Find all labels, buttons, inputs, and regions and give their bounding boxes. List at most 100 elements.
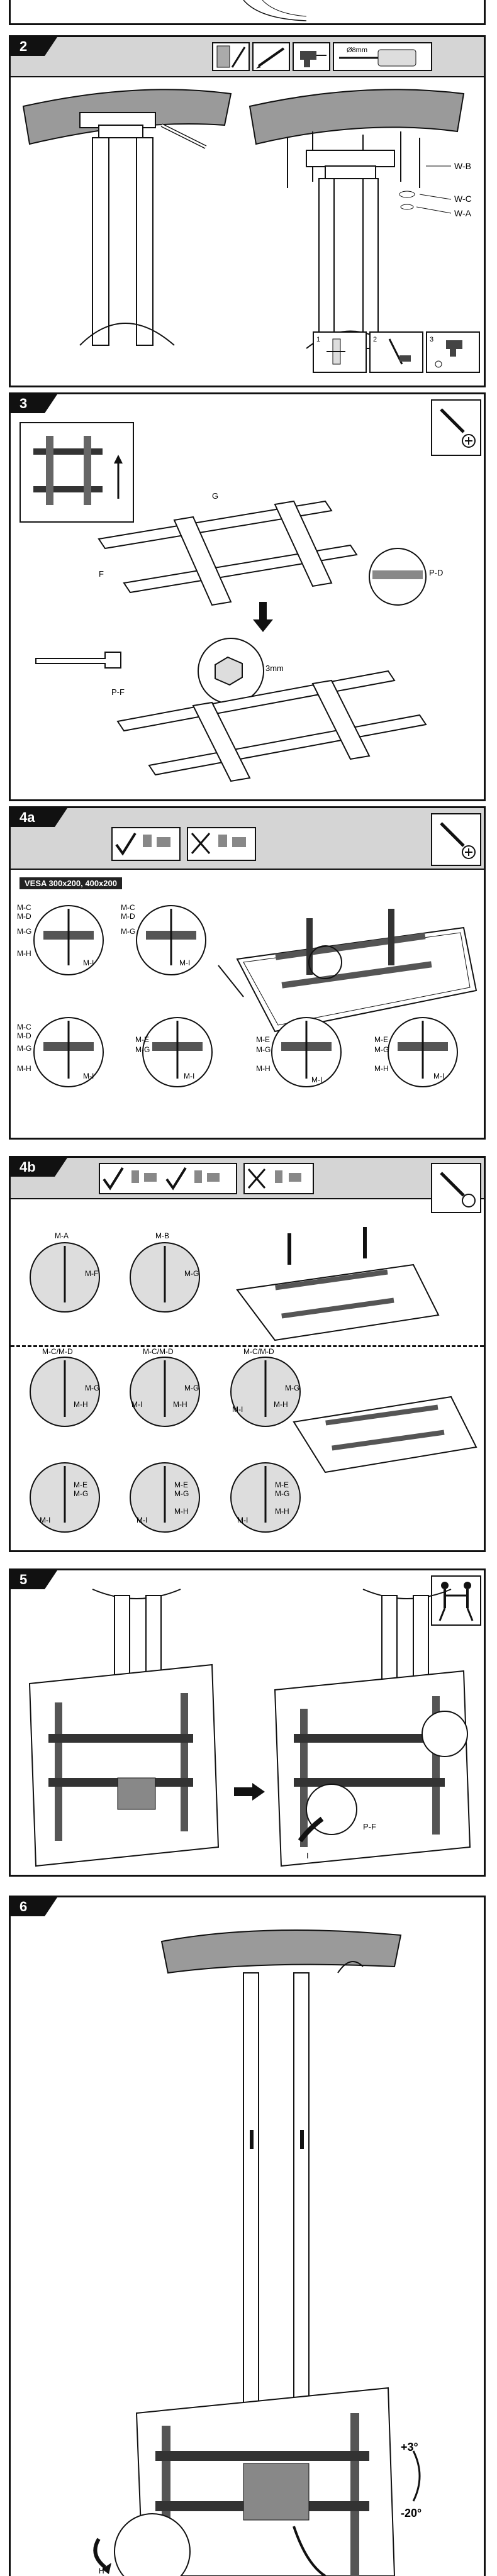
b1-a: M-A — [55, 1231, 69, 1240]
b4-b: M-G — [184, 1384, 199, 1392]
step-4b-illustration: M-A M-F M-B M-G M-C/M-D M-G M-H M-C/M-D … — [30, 1227, 477, 1533]
b8-c: M-H — [275, 1507, 289, 1516]
c1-e: M-I — [83, 958, 94, 967]
b7-d: M-I — [137, 1516, 147, 1524]
c5-b: M-G — [256, 1045, 271, 1054]
step-3-panel: 3 G F P-D P-F 3mm — [9, 392, 486, 801]
detail-4a-5: M-E M-G M-H M-I — [256, 1017, 342, 1087]
c3-d: M-H — [17, 1064, 31, 1073]
label-w-c: W-C — [454, 194, 472, 204]
detail-4b-8: M-E M-G M-H M-I — [230, 1462, 301, 1533]
drill-size-text: Ø8mm — [347, 47, 367, 54]
b7-b: M-G — [174, 1489, 189, 1498]
step-2-illustration: W-B W-C W-A — [22, 89, 472, 349]
c1-c: M-G — [17, 927, 31, 936]
detail-4b-3: M-C/M-D M-G M-H — [30, 1347, 100, 1427]
pencil-icon — [252, 42, 290, 71]
step-4a-panel: 4a VESA 300x200, 400x200 M-C M-D M-G M-H… — [9, 806, 486, 1140]
detail-4b-6: M-E M-G M-I — [30, 1462, 100, 1533]
b8-b: M-G — [275, 1489, 289, 1498]
b7-c: M-H — [174, 1507, 189, 1516]
c4-e: M-I — [184, 1072, 194, 1080]
c1-b: M-D — [17, 912, 31, 921]
c2-e: M-I — [179, 958, 190, 967]
b5-c: M-H — [274, 1400, 288, 1409]
divider-dashed — [11, 1345, 484, 1347]
c2-a: M-C — [121, 903, 135, 912]
step-4b-number: 4b — [11, 1158, 67, 1177]
b8-d: M-I — [237, 1516, 248, 1524]
label-g: G — [212, 491, 218, 501]
two-person-icon — [431, 1575, 481, 1626]
c2-b: M-D — [121, 912, 135, 921]
detail-4b-2: M-B M-G — [130, 1231, 200, 1313]
substep-3-box: 3 — [426, 331, 480, 373]
step-3-number: 3 — [11, 394, 57, 413]
c6-d: M-H — [374, 1064, 389, 1073]
svg-text:3: 3 — [430, 336, 433, 343]
correct-assembly-icon — [111, 827, 181, 861]
label-h: H — [99, 2567, 104, 2575]
b8-a: M-E — [275, 1480, 289, 1489]
drill-bit-icon: Ø8mm — [333, 42, 432, 71]
detail-4a-2: M-C M-D M-G M-I — [121, 903, 206, 975]
detail-4a-6: M-E M-G M-H M-I — [374, 1017, 458, 1087]
c4-a: M-E — [135, 1035, 149, 1044]
label-i-5: I — [306, 1851, 309, 1860]
step-4a-illustration: M-C M-D M-G M-H M-I M-C M-D M-G M-I M-C … — [17, 903, 477, 1087]
c5-a: M-E — [256, 1035, 270, 1044]
step-5-panel: 5 P-F I — [9, 1568, 486, 1877]
substep-2-box: 2 — [369, 331, 423, 373]
b2-a: M-B — [155, 1231, 169, 1240]
detail-4b-5: M-C/M-D M-G M-H M-I — [230, 1347, 301, 1427]
tilt-down-label: -20° — [401, 2507, 422, 2519]
b5-a: M-C/M-D — [243, 1347, 274, 1356]
b2-b: M-G — [184, 1269, 199, 1278]
b4-a: M-C/M-D — [143, 1347, 174, 1356]
b6-a: M-E — [74, 1480, 87, 1489]
step-2-number: 2 — [11, 37, 57, 56]
screwdriver-icon-4a — [431, 813, 481, 866]
correct-assembly-icons-4b — [99, 1163, 237, 1194]
incorrect-assembly-icon — [187, 827, 256, 861]
tilt-up-label: +3° — [401, 2441, 418, 2453]
b4-d: M-I — [131, 1400, 142, 1409]
detail-4b-1: M-A M-F — [30, 1231, 100, 1313]
c5-e: M-I — [311, 1075, 322, 1084]
vesa-label: VESA 300x200, 400x200 — [20, 877, 122, 889]
svg-text:1: 1 — [316, 336, 320, 343]
label-f: F — [99, 569, 104, 579]
c1-d: M-H — [17, 949, 31, 958]
label-p-d: P-D — [429, 568, 443, 577]
c6-a: M-E — [374, 1035, 388, 1044]
step-6-panel: 6 H +3° -20° — [9, 1896, 486, 2576]
c6-e: M-I — [433, 1072, 444, 1080]
wall-type-icon — [212, 42, 250, 71]
c1-a: M-C — [17, 903, 31, 912]
drill-icon — [293, 42, 330, 71]
b4-c: M-H — [173, 1400, 187, 1409]
b3-b: M-G — [85, 1384, 99, 1392]
step-3-illustration: G F P-D P-F 3mm — [35, 491, 443, 782]
step-5-illustration: P-F I — [28, 1589, 471, 1867]
detail-4b-4: M-C/M-D M-G M-H M-I — [130, 1347, 200, 1427]
label-3mm: 3mm — [265, 663, 284, 673]
step-4a-number: 4a — [11, 808, 67, 827]
step-2-panel: 2 Ø8mm — [9, 35, 486, 387]
detail-4b-7: M-E M-G M-H M-I — [130, 1462, 200, 1533]
detail-4a-1: M-C M-D M-G M-H M-I — [17, 903, 104, 975]
b6-b: M-G — [74, 1489, 88, 1498]
step-6-illustration: H +3° -20° — [93, 1929, 422, 2576]
c6-b: M-G — [374, 1045, 389, 1054]
screwdriver-icon-4b — [431, 1163, 481, 1213]
c3-e: M-I — [83, 1072, 94, 1080]
step-4b-panel: 4b M-A M-F M-B M-G M-C/M-D M-G — [9, 1156, 486, 1552]
c2-c: M-G — [121, 927, 135, 936]
c3-b: M-D — [17, 1031, 31, 1040]
b7-a: M-E — [174, 1480, 188, 1489]
c5-d: M-H — [256, 1064, 271, 1073]
b3-c: M-H — [74, 1400, 88, 1409]
b6-c: M-I — [40, 1516, 50, 1524]
screwdriver-icon — [431, 399, 481, 456]
c3-c: M-G — [17, 1044, 31, 1053]
